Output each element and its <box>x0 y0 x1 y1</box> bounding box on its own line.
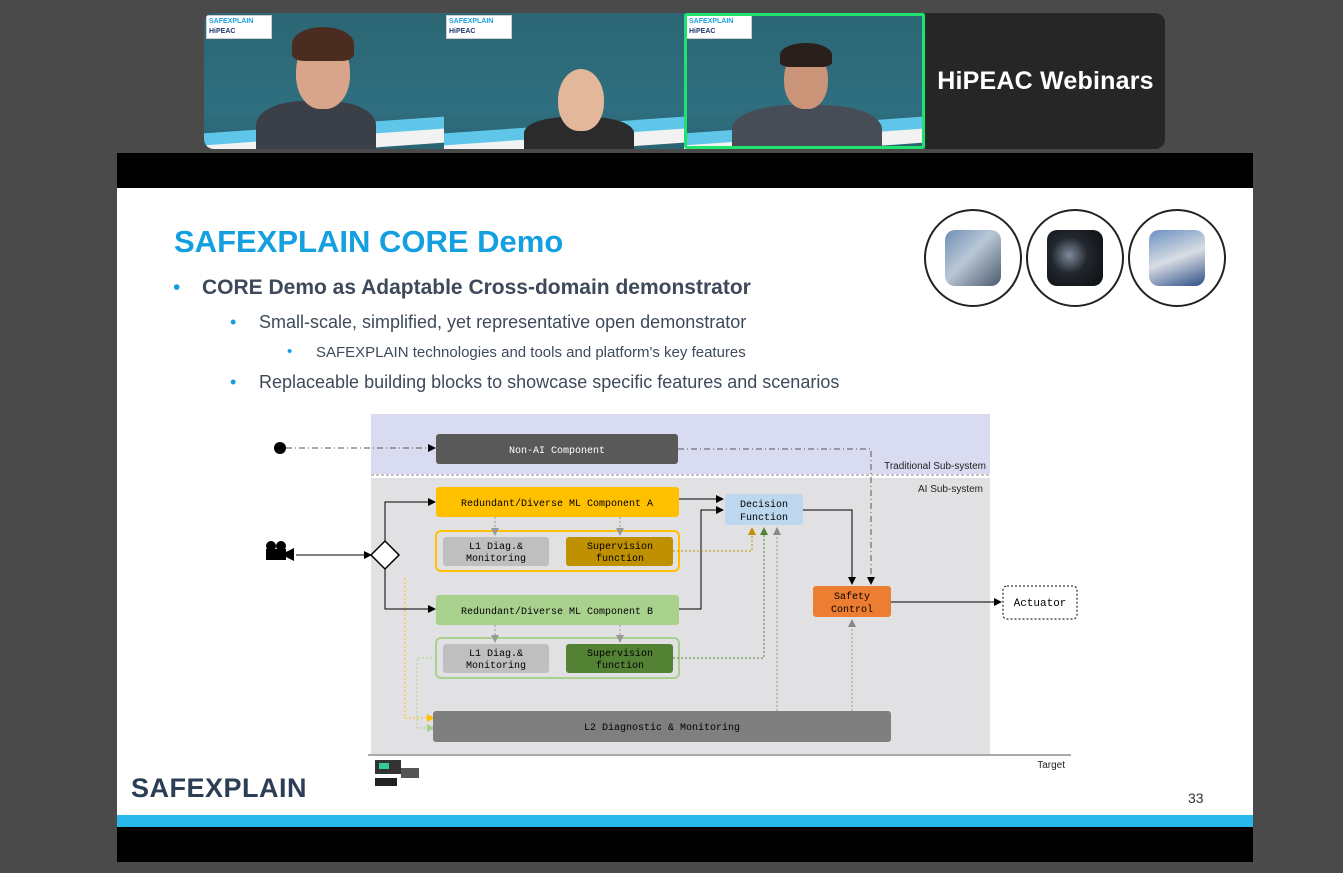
svg-text:Non-AI Component: Non-AI Component <box>509 446 605 457</box>
car-icon <box>924 209 1022 307</box>
traditional-subsystem-label: Traditional Sub-system <box>884 461 986 472</box>
hardware-board-icon <box>375 760 419 786</box>
svg-text:Control: Control <box>831 604 873 616</box>
svg-text:function: function <box>596 660 644 672</box>
slide-letterbox-bottom <box>117 827 1253 862</box>
camera-icon <box>266 541 294 561</box>
svg-text:Safety: Safety <box>834 591 870 603</box>
bullet-level2: Replaceable building blocks to showcase … <box>259 372 840 392</box>
page-number: 33 <box>1188 790 1204 806</box>
bullet-dot: • <box>230 372 237 392</box>
ml-component-b <box>436 595 679 625</box>
bullet-level2: Small-scale, simplified, yet representat… <box>259 312 747 332</box>
architecture-diagram: Traditional Sub-system AI Sub-system Non… <box>266 414 1078 786</box>
input-source-dot <box>274 442 286 454</box>
train-icon <box>1128 209 1226 307</box>
svg-text:Function: Function <box>740 512 788 524</box>
supervision-a <box>566 537 673 566</box>
bullet-dot: • <box>173 276 181 299</box>
svg-text:Monitoring: Monitoring <box>466 660 526 672</box>
brand-label: HiPEAC Webinars <box>937 66 1154 95</box>
l1-diag-b <box>443 644 549 673</box>
bullet-level1: CORE Demo as Adaptable Cross-domain demo… <box>202 276 751 299</box>
satellite-icon <box>1026 209 1124 307</box>
bullet-level3: SAFEXPLAIN technologies and tools and pl… <box>316 344 746 361</box>
decision-function <box>725 494 803 525</box>
svg-text:L2 Diagnostic & Monitoring: L2 Diagnostic & Monitoring <box>584 722 740 734</box>
svg-text:L1 Diag.&: L1 Diag.& <box>469 648 523 660</box>
svg-text:Redundant/Diverse ML Component: Redundant/Diverse ML Component A <box>461 498 653 510</box>
brand-tile: HiPEAC Webinars <box>926 13 1165 149</box>
shared-slide: SAFEXPLAIN CORE Demo • CORE Demo as Adap… <box>117 188 1253 815</box>
bullet-dot: • <box>230 312 237 332</box>
footer-logo: SAFEXPLAIN <box>131 773 308 803</box>
svg-text:function: function <box>596 553 644 565</box>
svg-text:Decision: Decision <box>740 499 788 511</box>
non-ai-component <box>436 434 678 464</box>
svg-text:Supervision: Supervision <box>587 648 653 660</box>
bullet-dot: • <box>287 343 293 360</box>
safety-control <box>813 586 891 617</box>
slide-letterbox-top <box>117 153 1253 188</box>
l1-diag-a <box>443 537 549 566</box>
actuator <box>1002 585 1078 620</box>
ai-subsystem-label: AI Sub-system <box>918 484 983 495</box>
svg-text:L1 Diag.&: L1 Diag.& <box>469 541 523 553</box>
svg-text:Redundant/Diverse ML Component: Redundant/Diverse ML Component B <box>461 606 653 618</box>
supervision-b <box>566 644 673 673</box>
svg-text:Monitoring: Monitoring <box>466 553 526 565</box>
target-label: Target <box>1037 760 1065 771</box>
svg-text:Actuator: Actuator <box>1014 598 1067 610</box>
ml-component-a <box>436 487 679 517</box>
slide-accent-bar <box>117 815 1253 827</box>
svg-text:Supervision: Supervision <box>587 541 653 553</box>
l2-diagnostic <box>433 711 891 742</box>
slide-title: SAFEXPLAIN CORE Demo <box>174 224 564 259</box>
active-speaker-highlight <box>684 13 925 149</box>
